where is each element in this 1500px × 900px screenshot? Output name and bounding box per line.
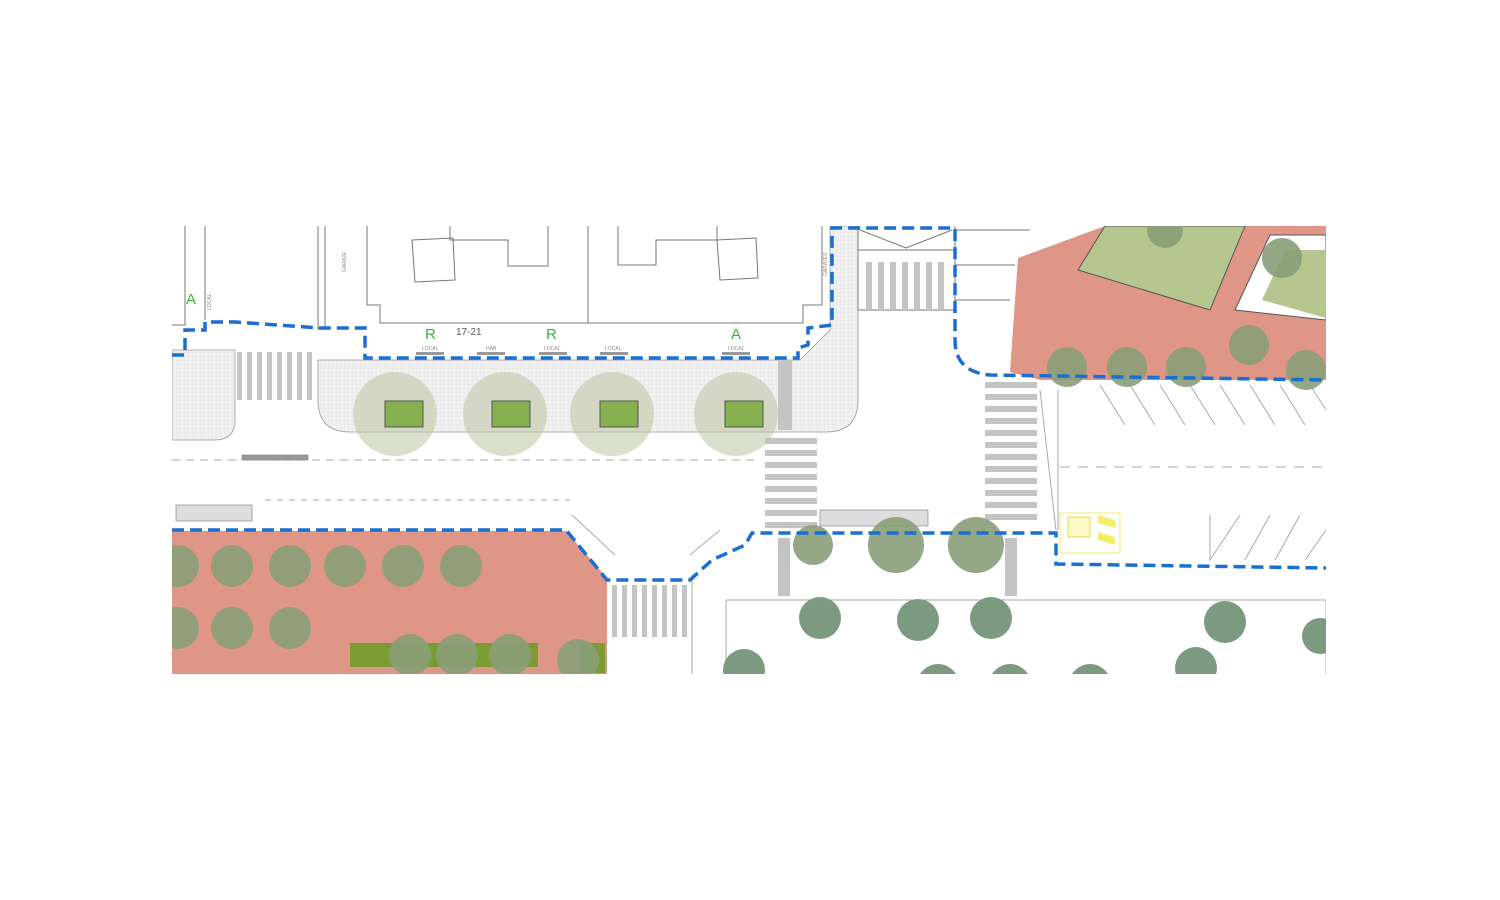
label-local-2: LOCAL: [544, 346, 561, 352]
lawn-northeast: [1077, 226, 1246, 311]
label-local-3: LOCAL: [605, 346, 622, 352]
label-a-left: A: [186, 291, 196, 308]
trees-south: [723, 597, 1326, 674]
label-r-2: R: [546, 326, 557, 343]
label-local-4: LOCAL: [728, 346, 745, 352]
label-r-1: R: [425, 326, 436, 343]
label-local-1: LOCAL: [422, 346, 439, 352]
building-outlines: [172, 226, 1030, 330]
label-number: 17-21: [456, 327, 482, 338]
crosswalks: [237, 262, 1037, 637]
yellow-sign: [1059, 512, 1121, 554]
northwest-sidewalk: [172, 349, 236, 441]
label-a-right: A: [731, 326, 741, 343]
project-boundary: [172, 226, 1326, 582]
tree-planters: [353, 372, 778, 456]
label-garajes: GARAJES: [823, 252, 829, 276]
label-local-vertical: LOCAL: [207, 293, 213, 310]
label-hab: HAB: [486, 346, 497, 352]
label-garaje: GARAJE: [342, 251, 348, 272]
trees: [172, 226, 1326, 674]
